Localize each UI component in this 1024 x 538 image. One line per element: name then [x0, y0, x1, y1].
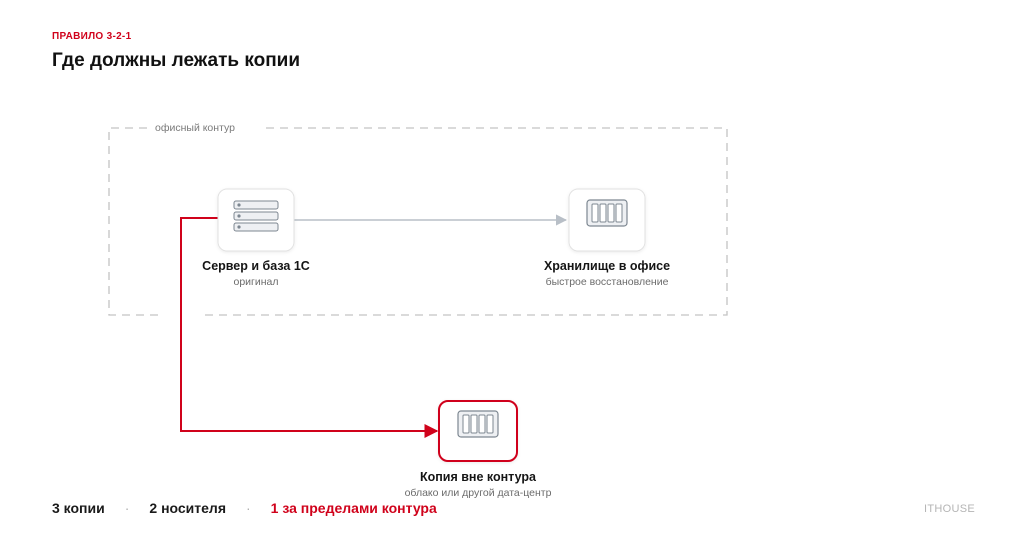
- node-title: Хранилище в офисе: [487, 259, 727, 273]
- node-office-storage-label: Хранилище в офисе быстрое восстановление: [487, 259, 727, 288]
- node-offsite: [439, 401, 517, 461]
- rule-offsite: 1 за пределами контура: [271, 500, 437, 516]
- storage-icon: [587, 200, 627, 226]
- storage-icon: [458, 411, 498, 437]
- node-title: Копия вне контура: [358, 470, 598, 484]
- rule-media: 2 носителя: [149, 500, 226, 516]
- node-subtitle: быстрое восстановление: [487, 276, 727, 288]
- node-offsite-label: Копия вне контура облако или другой дата…: [358, 470, 598, 499]
- connector-server-to-offsite: [181, 218, 437, 431]
- node-subtitle: оригинал: [136, 276, 376, 288]
- separator: ·: [246, 500, 251, 516]
- rule-summary: 3 копии · 2 носителя · 1 за пределами ко…: [52, 500, 437, 516]
- server-icon: [234, 201, 278, 231]
- brand-logo: ITHOUSE: [924, 503, 975, 515]
- node-server: [218, 189, 294, 251]
- rule-copies: 3 копии: [52, 500, 105, 516]
- zone-label: офисный контур: [153, 122, 237, 134]
- node-office-storage: [569, 189, 645, 251]
- node-title: Сервер и база 1С: [136, 259, 376, 273]
- node-subtitle: облако или другой дата-центр: [358, 487, 598, 499]
- node-server-label: Сервер и база 1С оригинал: [136, 259, 376, 288]
- separator: ·: [125, 500, 130, 516]
